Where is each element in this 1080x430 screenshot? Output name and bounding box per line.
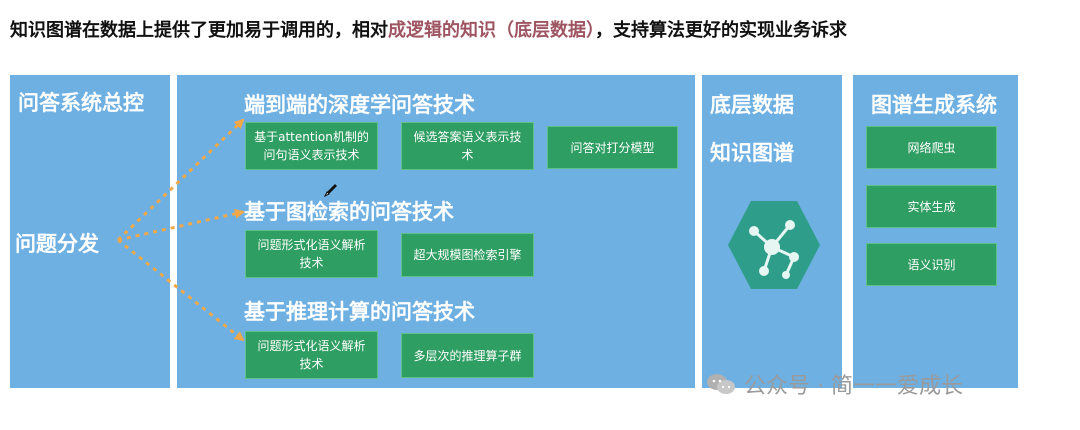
wechat-icon — [707, 374, 735, 394]
question-dispatch-label: 问题分发 — [15, 232, 99, 256]
item-semantic-parsing-2: 问题形式化语义解析技术 — [245, 331, 378, 379]
item-candidate-answer: 候选答案语义表示技术 — [401, 122, 534, 170]
item-semantic-recognition: 语义识别 — [866, 243, 997, 286]
headline: 知识图谱在数据上提供了更加易于调用的，相对成逻辑的知识（底层数据），支持算法更好… — [10, 16, 1070, 42]
base-data-title: 底层数据 — [710, 93, 794, 117]
knowledge-graph-hexagon-icon — [728, 201, 820, 289]
headline-highlight: 成逻辑的知识（底层数据） — [388, 20, 595, 41]
group-title-deep-learning: 端到端的深度学问答技术 — [244, 93, 475, 117]
qa-control-panel: 问答系统总控 问题分发 — [10, 75, 170, 388]
item-entity-generation: 实体生成 — [866, 185, 997, 228]
watermark: 公众号 · 简一一爱成长 — [706, 368, 963, 400]
item-semantic-parsing-1: 问题形式化语义解析技术 — [245, 230, 378, 278]
group-title-graph-retrieval: 基于图检索的问答技术 — [244, 200, 454, 224]
graph-generation-title: 图谱生成系统 — [871, 93, 997, 117]
headline-after: ，支持算法更好的实现业务诉求 — [595, 20, 847, 41]
pen-cursor-icon — [323, 184, 337, 198]
item-attention-semantic: 基于attention机制的问句语义表示技术 — [245, 122, 378, 170]
knowledge-graph-title: 知识图谱 — [710, 141, 794, 165]
graph-generation-panel: 图谱生成系统 网络爬虫 实体生成 语义识别 — [853, 75, 1018, 388]
qa-control-title: 问答系统总控 — [18, 91, 144, 115]
group-title-reasoning: 基于推理计算的问答技术 — [244, 300, 475, 324]
item-reasoning-operators: 多层次的推理算子群 — [401, 333, 534, 378]
item-web-crawler: 网络爬虫 — [866, 126, 997, 169]
watermark-text: 公众号 · 简一一爱成长 — [744, 374, 963, 399]
item-graph-search-engine: 超大规模图检索引擎 — [401, 233, 534, 277]
qa-techniques-panel: 端到端的深度学问答技术 基于attention机制的问句语义表示技术 候选答案语… — [177, 75, 695, 388]
base-data-panel: 底层数据 知识图谱 — [702, 75, 842, 388]
item-qa-scoring: 问答对打分模型 — [547, 126, 678, 169]
headline-before: 知识图谱在数据上提供了更加易于调用的，相对 — [10, 20, 388, 41]
